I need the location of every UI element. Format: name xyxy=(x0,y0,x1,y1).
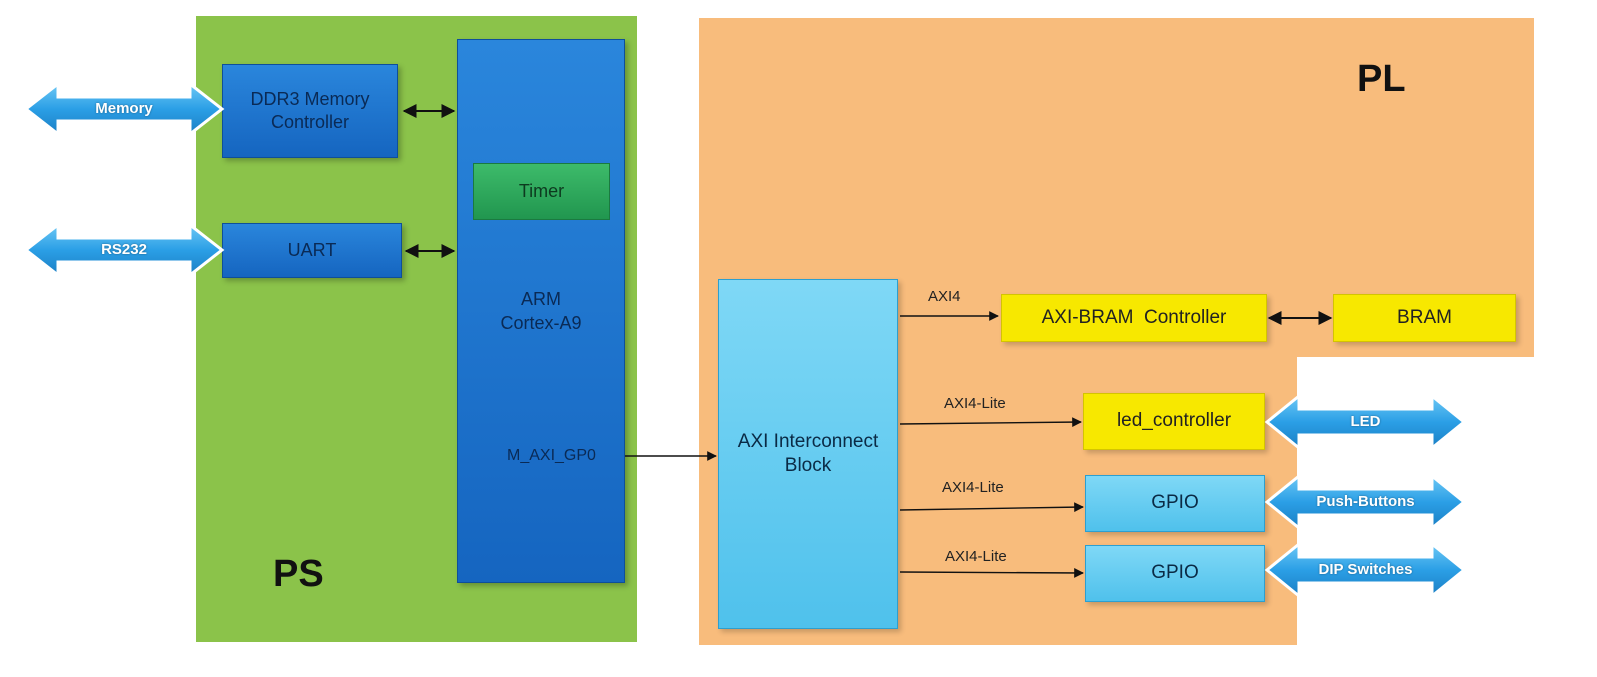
cpu-label-line2: Cortex-A9 xyxy=(500,313,582,334)
led-controller-block[interactable]: led_controller xyxy=(1083,393,1265,450)
axi4-lite-gpio1-connector xyxy=(899,502,1084,513)
memory-io-arrow xyxy=(23,80,225,138)
gpio-block-2[interactable]: GPIO xyxy=(1085,545,1265,602)
rs232-io-arrow xyxy=(23,221,225,279)
dip-switches-io-arrow xyxy=(1264,540,1467,600)
axi-bram-label: AXI-BRAM Controller xyxy=(1041,306,1227,328)
ddr3-memory-controller[interactable]: DDR3 Memory Controller xyxy=(222,64,398,158)
bus-label-axi4: AXI4 xyxy=(928,288,961,305)
ddr3-label: DDR3 Memory Controller xyxy=(250,88,370,132)
timer-label: Timer xyxy=(518,180,565,201)
bram-block[interactable]: BRAM xyxy=(1333,294,1516,342)
bus-label-axi4-lite-gpio1: AXI4-Lite xyxy=(942,479,1004,496)
memory-io-label: Memory xyxy=(95,100,153,117)
bram-label: BRAM xyxy=(1397,306,1452,328)
led-io-arrow xyxy=(1264,392,1467,452)
push-buttons-io-arrow xyxy=(1264,472,1467,532)
axi4-lite-led-connector xyxy=(899,417,1082,427)
cpu-label: ARM Cortex-A9 xyxy=(457,287,625,336)
ps-label: PS xyxy=(273,553,324,595)
led-io-label: LED xyxy=(1350,413,1381,430)
axi4-lite-gpio2-connector xyxy=(899,568,1084,578)
uart-block[interactable]: UART xyxy=(222,223,402,278)
bus-label-axi4-lite-led: AXI4-Lite xyxy=(944,395,1006,412)
gpio-2-label: GPIO xyxy=(1151,562,1199,584)
gpio-1-label: GPIO xyxy=(1151,492,1199,514)
pl-label: PL xyxy=(1357,58,1406,100)
gpio-block-1[interactable]: GPIO xyxy=(1085,475,1265,532)
m-axi-gp0-port: M_AXI_GP0 xyxy=(507,447,596,464)
led-controller-label: led_controller xyxy=(1116,410,1232,432)
axi-bram-controller[interactable]: AXI-BRAM Controller xyxy=(1001,294,1267,342)
push-buttons-io-label: Push-Buttons xyxy=(1316,493,1415,510)
bus-label-axi4-lite-gpio2: AXI4-Lite xyxy=(945,548,1007,565)
uart-label: UART xyxy=(287,239,337,260)
dip-switches-io-label: DIP Switches xyxy=(1318,561,1413,578)
arm-cortex-a9-block[interactable] xyxy=(457,39,625,583)
timer-block[interactable]: Timer xyxy=(473,163,610,220)
axi-interconnect-label: AXI Interconnect Block xyxy=(737,430,879,476)
cpu-label-line1: ARM xyxy=(521,289,561,309)
axi-interconnect-block[interactable]: AXI Interconnect Block xyxy=(718,279,898,629)
rs232-io-label: RS232 xyxy=(101,241,147,258)
